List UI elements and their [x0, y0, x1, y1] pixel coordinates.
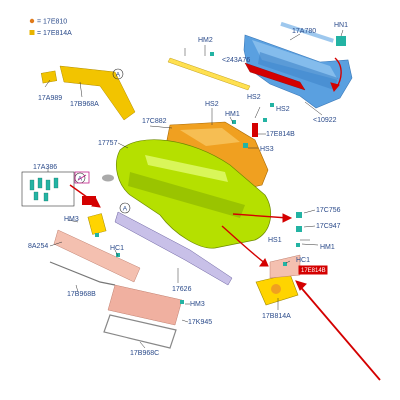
label-HS2-b: HS2: [247, 94, 261, 101]
under-tray-17K945: [107, 284, 183, 326]
legend-label-17E814A: = 17E814A: [37, 30, 72, 37]
label-HM3-a: HM3: [64, 216, 79, 223]
label-17757: 17757: [98, 140, 118, 147]
upper-rail: [167, 57, 251, 91]
callout-A-top: A: [112, 68, 124, 80]
label-HN1: HN1: [334, 22, 348, 29]
fog-bezel-left: [82, 196, 107, 235]
leader-lines: [44, 29, 344, 349]
label-HM2: HM2: [198, 37, 213, 44]
arrow-clip-right-head: [282, 213, 293, 223]
hn1-clip: [336, 36, 346, 46]
label-17B968C: 17B968C: [130, 350, 159, 357]
energy-absorber-red: [244, 62, 306, 91]
label-17A989: 17A989: [38, 95, 62, 102]
part-labels: 17A989 17B968A HM2 <243A76 17A780 HN1 <1…: [28, 22, 348, 357]
arrow-clip-right: [232, 213, 289, 219]
arrow-fog-right-head: [259, 257, 269, 267]
label-8A254: 8A254: [28, 243, 48, 250]
label-HC1-a: HC1: [110, 245, 124, 252]
legend: = 17E810 = 17E814A: [29, 18, 72, 37]
label-17626: 17626: [172, 286, 192, 293]
svg-text:A: A: [116, 72, 121, 79]
label-HM1-a: HM1: [225, 111, 240, 118]
label-17E814B: 17E814B: [266, 131, 295, 138]
highlight-flag-left: [82, 196, 96, 205]
label-17C947: 17C947: [316, 223, 341, 230]
label-17B814A: 17B814A: [262, 313, 291, 320]
label-17C882: 17C882: [142, 118, 167, 125]
label-17K945: 17K945: [188, 319, 212, 326]
arrow-large: [297, 283, 381, 381]
tow-hook-cover-17E814B: [252, 123, 258, 137]
fog-bezel-right: [255, 273, 299, 306]
deflector-right: [269, 254, 301, 279]
svg-text:A: A: [123, 206, 128, 213]
upper-shield-17B968A: [40, 65, 136, 121]
label-HM3-b: HM3: [190, 301, 205, 308]
arrow-fog-left: [69, 184, 99, 206]
label-HS2-a: HS2: [205, 101, 219, 108]
label-HS3: HS3: [260, 146, 274, 153]
lower-grille-17626: [114, 211, 233, 286]
red-arrows: [69, 57, 381, 381]
emblem-box: [74, 171, 90, 184]
grille-frame-17B968C: [103, 314, 177, 349]
clips: [95, 52, 302, 304]
label-HS1: HS1: [268, 237, 282, 244]
label-HC1-b: HC1: [296, 257, 310, 264]
arrow-large-head: [295, 280, 307, 291]
label-17C756: 17C756: [316, 207, 341, 214]
bumper-cover-17757: [116, 139, 272, 249]
clip-kit-box-17A386: [21, 171, 75, 207]
label-17E814B-highlighted: 17E814B: [301, 268, 326, 274]
arrow-hn1-head: [330, 82, 340, 92]
label-17A780: 17A780: [292, 28, 316, 35]
label-HS2-c: HS2: [276, 106, 290, 113]
callout-A-middle: A: [74, 172, 86, 184]
lower-lip-17B968B: [49, 261, 116, 286]
legend-swatch-17E810: [29, 18, 35, 24]
label-17B968B: 17B968B: [67, 291, 96, 298]
label-17B968A: 17B968A: [70, 101, 99, 108]
bumper-reinforcement-beam: [243, 21, 353, 109]
label-HM1-b: HM1: [320, 244, 335, 251]
label-17A386: 17A386: [33, 164, 57, 171]
label-243A76: <243A76: [222, 57, 250, 64]
skid-plate-8A254: [53, 229, 141, 283]
arrow-fog-left-head: [91, 197, 101, 208]
legend-label-17E810: = 17E810: [37, 19, 67, 26]
highlight-box-17E814B: [298, 265, 328, 275]
legend-swatch-17E814A: [29, 30, 35, 35]
emblem-ford: [102, 174, 114, 182]
label-10922: <10922: [313, 117, 337, 124]
callout-A-right: A: [119, 202, 131, 214]
